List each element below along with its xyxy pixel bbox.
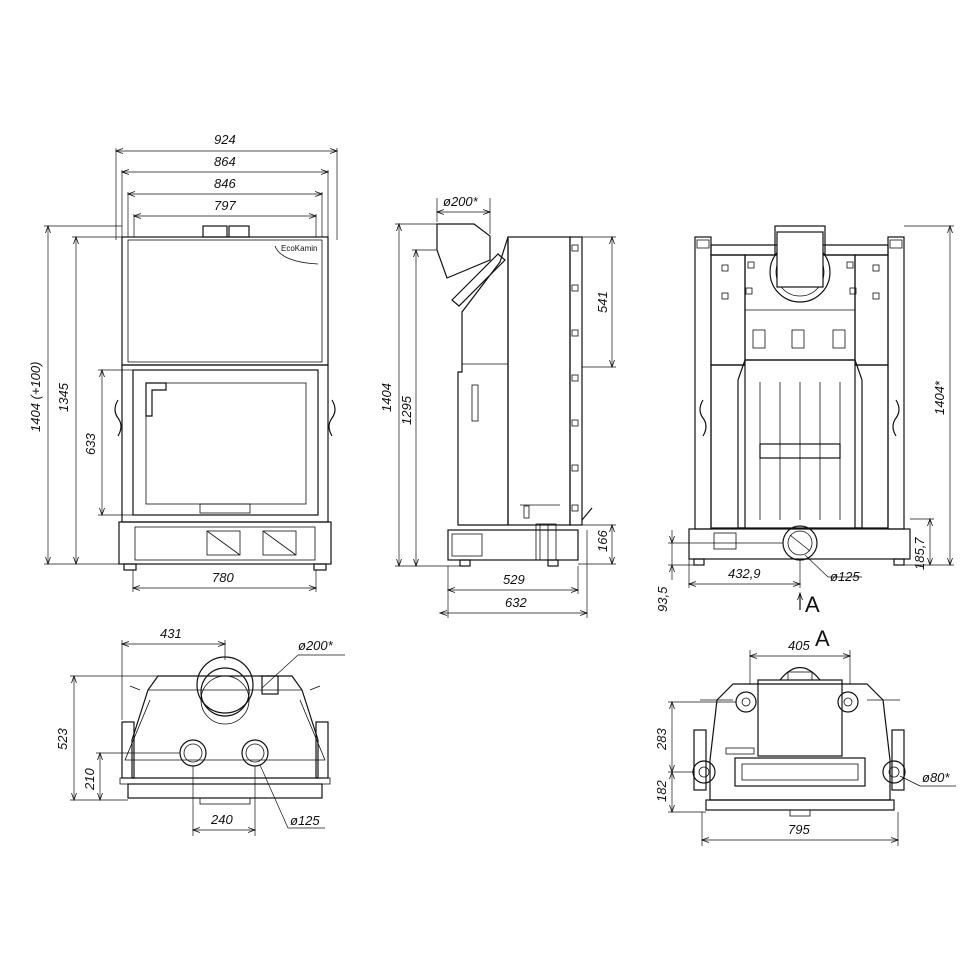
dim-side-1295: 1295 [399,395,414,425]
dim-780: 780 [212,570,234,585]
dim-side-632: 632 [505,595,527,610]
side-view-dimensions: ø200* 1404 1295 541 166 529 632 [379,194,616,618]
top-view-dimensions: 431 ø200* 523 210 240 ø125 [55,626,345,836]
back-view-dimensions: 1404* 185,7 93,5 432,9 ø125 A A [655,226,954,651]
dim-top-240: 240 [210,812,233,827]
dim-sec-80: ø80* [922,770,950,785]
top-view [119,656,331,805]
dim-side-529: 529 [503,572,525,587]
dim-924: 924 [214,132,236,147]
dim-side-166: 166 [595,530,610,552]
section-view-dimensions: 405 283 182 795 ø80* [654,638,956,846]
side-view [436,223,593,567]
dim-top-523: 523 [55,728,70,750]
dim-sec-283: 283 [654,728,669,751]
dim-633: 633 [83,433,98,455]
front-view: ΕcoKamin [114,225,336,571]
dim-top-431: 431 [160,626,182,641]
dim-846: 846 [214,176,236,191]
dim-1345: 1345 [56,382,71,412]
front-logo: ΕcoKamin [281,244,317,253]
dim-side-541: 541 [595,291,610,313]
dim-top-200: ø200* [298,638,334,653]
dim-side-200: ø200* [443,194,479,209]
dim-side-1404: 1404 [379,383,394,412]
back-view [688,225,911,566]
dim-sec-182: 182 [654,780,669,802]
dim-back-185-7: 185,7 [912,537,927,570]
section-view [692,666,906,817]
section-marker-a-title: A [815,626,830,651]
dim-back-1404: 1404* [932,380,947,415]
front-view-dimensions: 924 864 846 797 1404 (+100) 1345 633 780 [28,132,337,592]
dim-1404-100: 1404 (+100) [28,362,43,432]
dim-864: 864 [214,154,236,169]
dim-back-125: ø125 [830,569,860,584]
dim-797: 797 [214,198,236,213]
dim-top-125: ø125 [290,813,320,828]
dim-back-93-5: 93,5 [655,586,670,612]
dim-top-210: 210 [82,768,97,791]
dim-back-432-9: 432,9 [728,566,761,581]
dim-sec-795: 795 [788,822,810,837]
dim-sec-405: 405 [788,638,810,653]
section-marker-a: A [805,592,820,617]
